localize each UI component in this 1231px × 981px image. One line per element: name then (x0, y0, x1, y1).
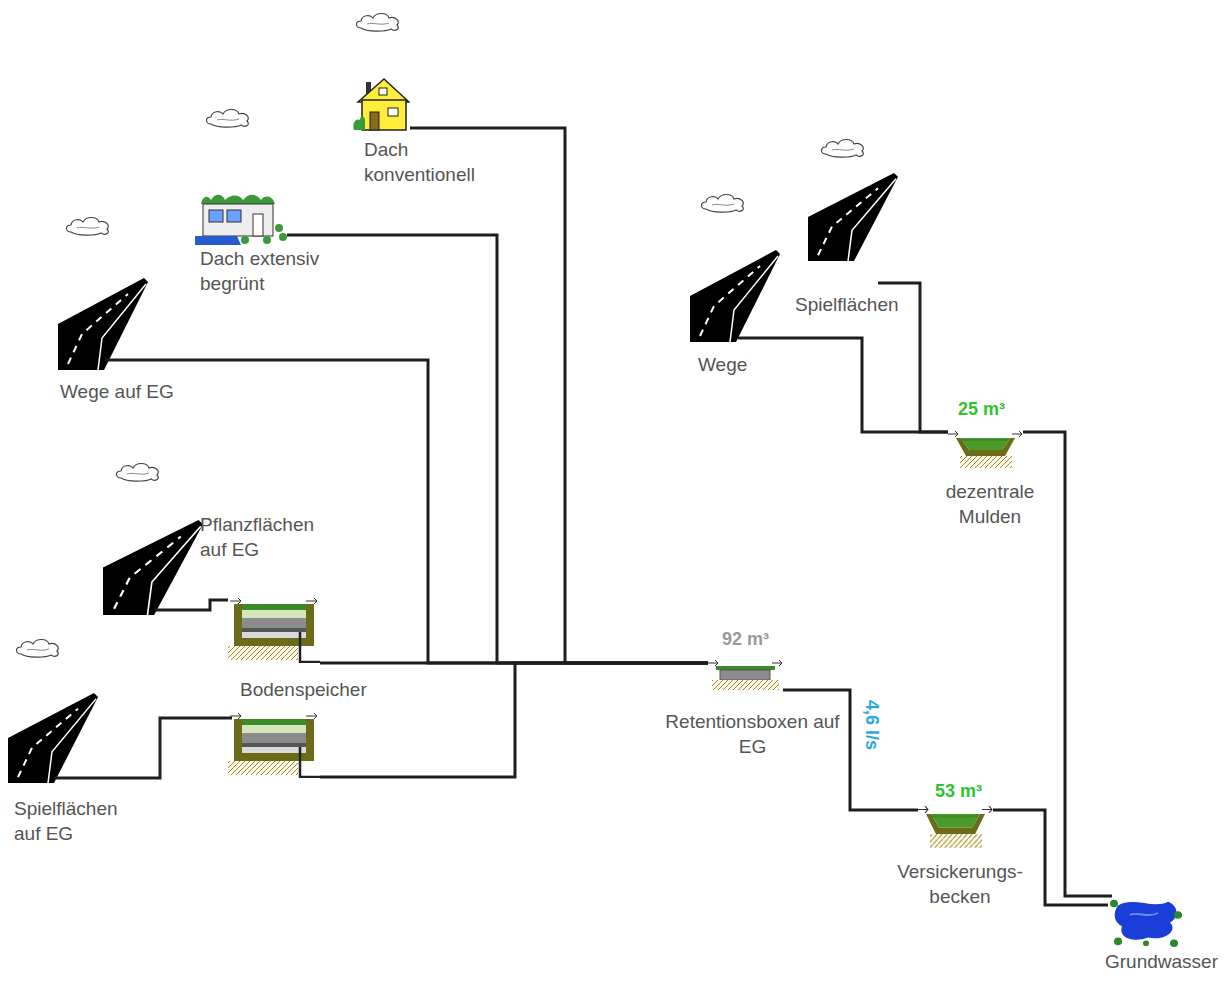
retention-box-icon (708, 660, 782, 690)
diagram-node: Spielflächen auf EG (8, 693, 144, 847)
node-label: Dach konventionell (364, 138, 504, 187)
flow-rate-label: 4,6 l/s (860, 700, 882, 750)
cloud (702, 195, 744, 213)
pipe-connector (155, 600, 228, 610)
node-label: dezentrale Mulden (940, 480, 1040, 529)
diagram-node: Wege (690, 250, 780, 378)
cloud (117, 464, 159, 482)
volume-label: 25 m³ (958, 398, 1005, 421)
swale-icon (948, 431, 1022, 468)
cloud (67, 218, 109, 236)
pipe-connector (993, 810, 1108, 905)
groundwater-icon (1110, 900, 1182, 947)
pipe-connector (1023, 432, 1112, 896)
node-label: Retentionsboxen auf EG (665, 710, 840, 759)
cloud (357, 14, 399, 32)
pipe-connector (738, 338, 948, 432)
pipe-connector (410, 128, 708, 663)
diagram-node: 25 m³ dezentrale Mulden (940, 398, 1040, 530)
node-label: Spielflächen auf EG (14, 797, 144, 846)
surface-icon (8, 693, 98, 783)
house-icon (353, 79, 409, 130)
node-label: Grundwasser (1105, 950, 1218, 975)
node-label: Wege (698, 353, 747, 378)
node-label: Pflanzflächen auf EG (200, 513, 335, 562)
soil-storage-icon (228, 598, 320, 662)
node-label: Dach extensiv begrünt (200, 247, 370, 296)
green-roof-icon (195, 195, 287, 245)
cloud (17, 640, 59, 658)
diagram-node: Wege auf EG (58, 278, 174, 405)
diagram-node: 53 m³ Versickerungs- becken (880, 780, 1040, 910)
node-label: Versickerungs- becken (880, 860, 1040, 909)
diagram-node: Spielflächen (795, 173, 900, 318)
diagram-node: Bodenspeicher (228, 598, 367, 703)
cloud (207, 110, 249, 128)
volume-label: 53 m³ (935, 780, 982, 803)
node-label: Wege auf EG (60, 380, 174, 405)
pipe-connector (55, 663, 708, 778)
surface-icon (58, 278, 148, 370)
pipe-connector (783, 690, 918, 810)
surface-icon (690, 250, 780, 342)
infiltration-basin-icon (918, 806, 992, 848)
node-label: Spielflächen (795, 293, 899, 318)
diagram-node: Pflanzflächen auf EG (103, 513, 335, 615)
diagram-node: 92 m³ Retentionsboxen auf EG (665, 628, 840, 760)
soil-storage-icon (228, 713, 320, 777)
surface-icon (103, 520, 203, 615)
node-label: Bodenspeicher (240, 678, 367, 703)
pipe-connector (105, 360, 708, 663)
diagram-node: Dach extensiv begrünt (195, 190, 370, 297)
diagram-node: Grundwasser (1105, 896, 1218, 975)
surface-icon (808, 173, 898, 261)
volume-label: 92 m³ (722, 628, 769, 651)
cloud (822, 140, 864, 158)
diagram-node: Dach konventionell (352, 76, 504, 188)
pipe-connector (287, 235, 708, 663)
